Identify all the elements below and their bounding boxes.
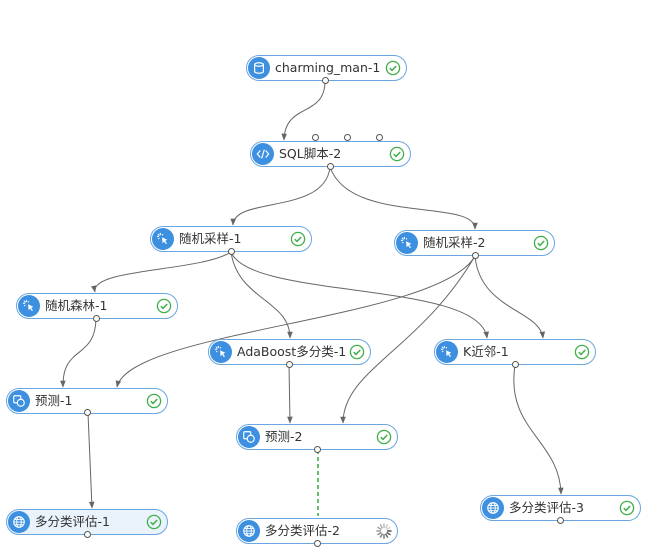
edge-sample2-to-knn: [474, 255, 546, 339]
output-port[interactable]: [84, 409, 91, 416]
node-label: 随机采样-2: [423, 235, 486, 250]
success-check-icon: [146, 514, 162, 530]
output-port[interactable]: [93, 315, 100, 322]
click-icon: [18, 295, 40, 317]
output-port[interactable]: [512, 361, 519, 368]
click-icon: [210, 341, 232, 363]
click-icon: [152, 228, 174, 250]
success-check-icon: [146, 393, 162, 409]
success-check-icon: [574, 344, 590, 360]
node-multiclass-eval-3[interactable]: 多分类评估-3: [480, 495, 641, 521]
node-label: 随机森林-1: [45, 298, 108, 313]
edge-sample2-to-predict1: [115, 255, 476, 388]
output-port[interactable]: [314, 540, 321, 547]
success-check-icon: [290, 231, 306, 247]
output-port[interactable]: [84, 531, 91, 538]
database-icon: [248, 57, 270, 79]
node-label: K近邻-1: [463, 344, 509, 359]
edge-sample1-to-forest: [90, 251, 232, 293]
loading-spinner-icon: [376, 523, 392, 539]
output-port[interactable]: [327, 163, 334, 170]
node-random-sample-2[interactable]: 随机采样-2: [394, 230, 555, 256]
globe-icon: [8, 511, 30, 533]
edge-sql-to-sample2: [329, 166, 478, 230]
output-port[interactable]: [228, 248, 235, 255]
edge-sample1-to-knn: [230, 251, 489, 339]
output-port[interactable]: [472, 252, 479, 259]
edge-predict1-to-eval1: [87, 412, 95, 509]
click-icon: [396, 232, 418, 254]
node-label: 多分类评估-2: [265, 523, 340, 538]
input-port[interactable]: [344, 134, 351, 141]
node-label: AdaBoost多分类-1: [237, 344, 347, 359]
globe-icon: [482, 497, 504, 519]
predict-icon: [8, 390, 30, 412]
output-port[interactable]: [286, 361, 293, 368]
success-check-icon: [376, 429, 392, 445]
node-multiclass-eval-2[interactable]: 多分类评估-2: [236, 518, 398, 544]
predict-icon: [238, 426, 260, 448]
edge-charming-to-sql: [281, 80, 326, 141]
node-label: charming_man-1: [275, 60, 381, 75]
node-label: 多分类评估-1: [35, 514, 110, 529]
node-adaboost-1[interactable]: AdaBoost多分类-1: [208, 339, 371, 365]
node-random-forest-1[interactable]: 随机森林-1: [16, 293, 178, 319]
globe-icon: [238, 520, 260, 542]
output-port[interactable]: [322, 77, 329, 84]
node-label: 随机采样-1: [179, 231, 242, 246]
node-label: 多分类评估-3: [509, 500, 584, 515]
output-port[interactable]: [314, 446, 321, 453]
edge-knn-to-eval3: [513, 364, 564, 495]
edge-forest-to-predict1: [60, 318, 97, 388]
success-check-icon: [156, 298, 172, 314]
node-label: 预测-2: [265, 429, 303, 444]
node-label: SQL脚本-2: [279, 146, 342, 161]
success-check-icon: [389, 146, 405, 162]
code-icon: [252, 143, 274, 165]
success-check-icon: [349, 344, 365, 360]
node-label: 预测-1: [35, 393, 73, 408]
input-port[interactable]: [312, 134, 319, 141]
success-check-icon: [533, 235, 549, 251]
edge-adaboost-to-predict2: [287, 364, 293, 424]
edge-sql-to-sample1: [230, 166, 331, 226]
input-port[interactable]: [376, 134, 383, 141]
success-check-icon: [385, 60, 401, 76]
click-icon: [436, 341, 458, 363]
edge-sample1-to-adaboost: [230, 251, 293, 339]
success-check-icon: [619, 500, 635, 516]
output-port[interactable]: [557, 517, 564, 524]
node-knn-1[interactable]: K近邻-1: [434, 339, 596, 365]
